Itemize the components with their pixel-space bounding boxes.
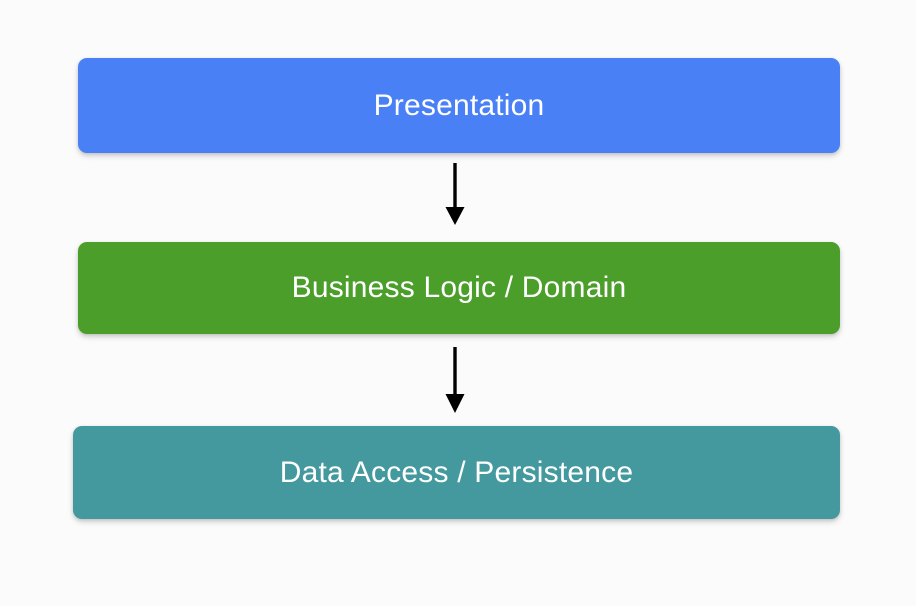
arrow-down-icon-business-to-data [425,347,485,413]
layer-label-business-logic: Business Logic / Domain [291,271,627,304]
layer-label-presentation: Presentation [373,88,545,122]
arrow-down-icon-presentation-to-business [425,163,485,225]
layer-box-presentation[interactable]: Presentation [78,58,840,153]
layer-box-business-logic[interactable]: Business Logic / Domain [78,242,840,334]
layer-box-data-access[interactable]: Data Access / Persistence [73,426,840,519]
layer-label-data-access: Data Access / Persistence [279,455,634,489]
